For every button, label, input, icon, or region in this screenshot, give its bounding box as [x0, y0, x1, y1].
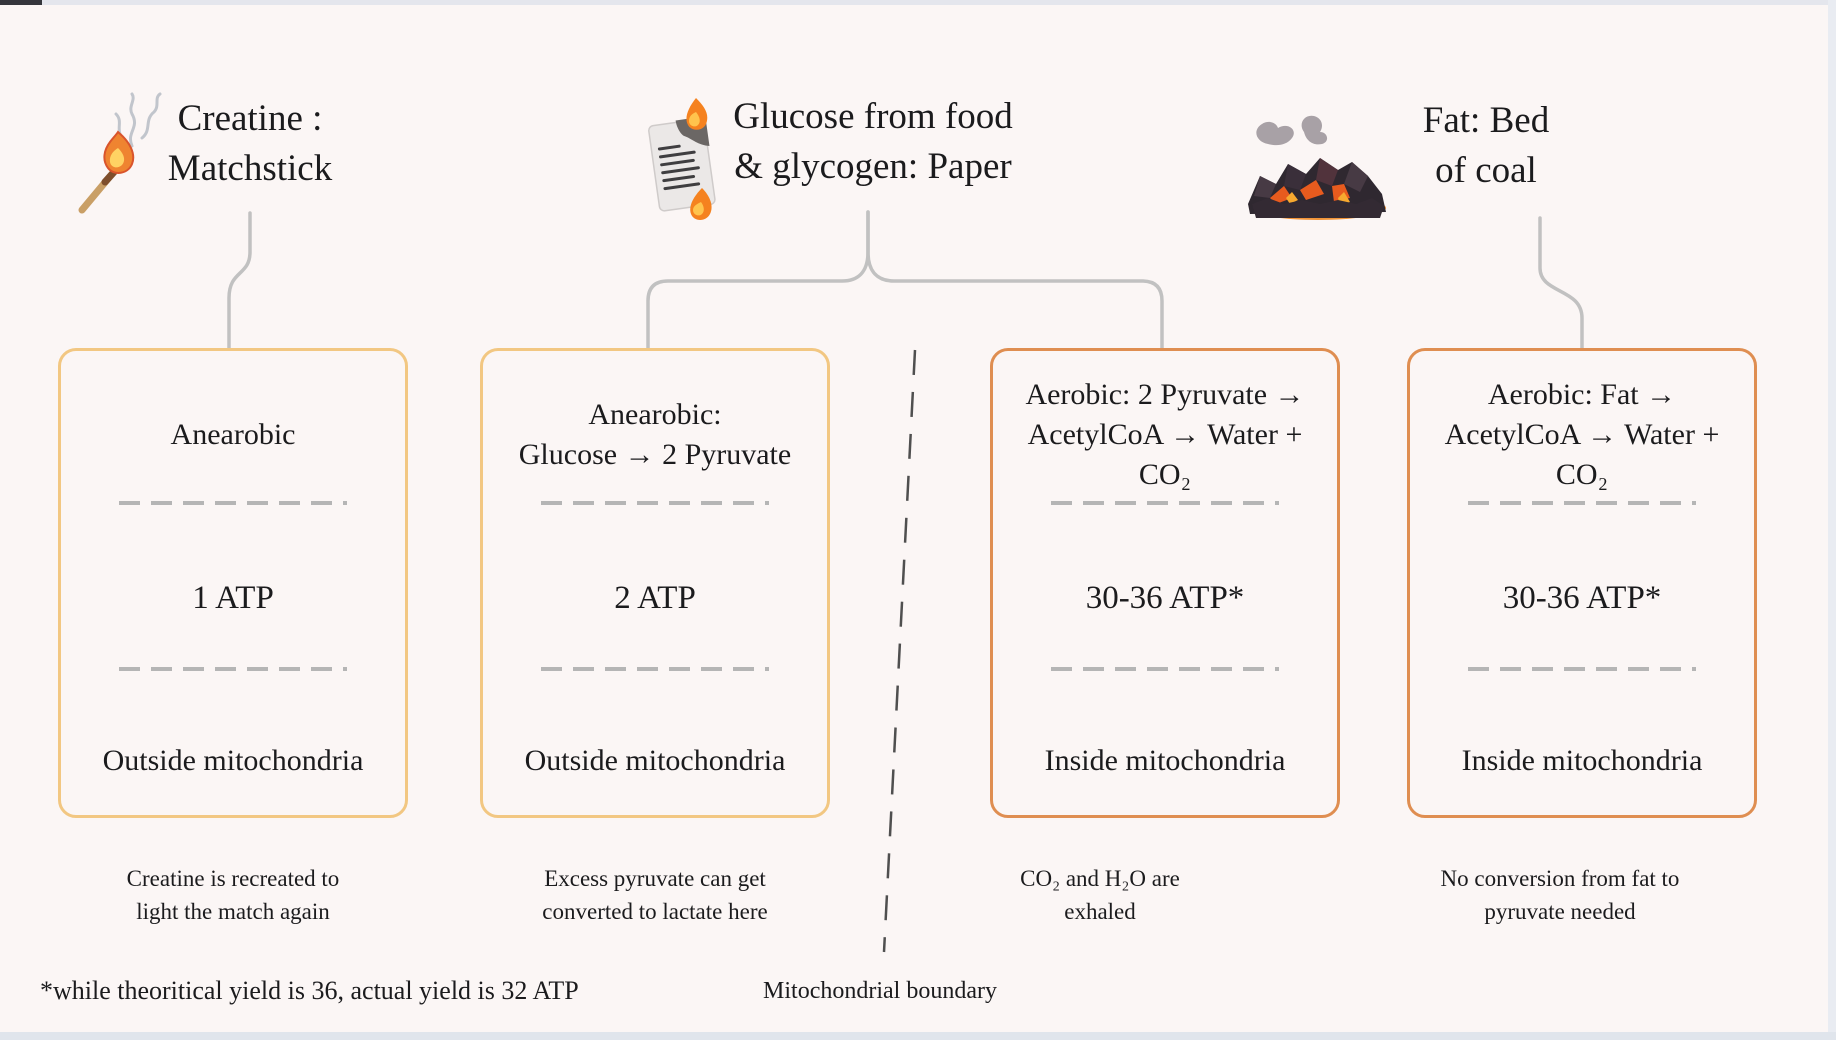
- divider-dashed: [119, 501, 347, 505]
- title-fat: Fat: Bed of coal: [1366, 96, 1606, 196]
- burning-paper-icon: [648, 98, 716, 220]
- divider-dashed: [119, 667, 347, 671]
- atp-yield: 2 ATP: [614, 579, 696, 616]
- caption-glucose-aerobic: CO₂ and H₂O are exhaled: [940, 862, 1260, 928]
- title-line: Matchstick: [167, 148, 333, 189]
- connector-fat: [1538, 216, 1584, 350]
- box-heading: Aerobic: 2 Pyruvate → AcetylCoA → Water …: [1001, 371, 1329, 499]
- divider-dashed: [1051, 667, 1279, 671]
- window-bottom-edge: [0, 1032, 1836, 1040]
- divider-dashed: [541, 667, 769, 671]
- location-label: Inside mitochondria: [1461, 744, 1703, 777]
- title-line: & glycogen: Paper: [734, 146, 1012, 187]
- location-label: Outside mitochondria: [102, 744, 364, 777]
- heading-line: Aerobic: 2 Pyruvate →: [1025, 378, 1305, 411]
- atp-yield-footnote: *while theoritical yield is 36, actual y…: [40, 976, 579, 1005]
- box-glucose-anaerobic: Anearobic: Glucose → 2 Pyruvate 2 ATP Ou…: [480, 348, 830, 818]
- atp-yield: 30-36 ATP*: [1502, 579, 1662, 616]
- heading-line: Glucose → 2 Pyruvate: [518, 438, 792, 471]
- connector-glucose-right-branch: [866, 210, 1164, 350]
- burning-matchstick-icon: [78, 92, 162, 214]
- box-creatine-anaerobic: Anearobic 1 ATP Outside mitochondria: [58, 348, 408, 818]
- atp-yield: 30-36 ATP*: [1085, 579, 1245, 616]
- caption-line: No conversion from fat to: [1440, 866, 1680, 891]
- caption-line: converted to lactate here: [542, 899, 768, 924]
- divider-dashed: [1468, 667, 1696, 671]
- connector-glucose-left-branch: [646, 210, 870, 350]
- box-heading: Anearobic: [69, 371, 397, 499]
- mitochondrial-boundary-label: Mitochondrial boundary: [763, 978, 997, 1004]
- location-label: Inside mitochondria: [1044, 744, 1286, 777]
- title-glucose: Glucose from food & glycogen: Paper: [713, 92, 1033, 192]
- divider-dashed: [1468, 501, 1696, 505]
- window-top-edge: [0, 0, 1836, 5]
- caption-line: CO₂ and H₂O are: [1020, 866, 1180, 891]
- caption-line: light the match again: [136, 899, 330, 924]
- box-heading: Anearobic: Glucose → 2 Pyruvate: [491, 371, 819, 499]
- box-glucose-aerobic: Aerobic: 2 Pyruvate → AcetylCoA → Water …: [990, 348, 1340, 818]
- box-heading: Aerobic: Fat → AcetylCoA → Water + CO₂: [1418, 371, 1746, 499]
- caption-fat: No conversion from fat to pyruvate neede…: [1400, 862, 1720, 928]
- mitochondrial-boundary-line: [882, 349, 917, 953]
- heading-line: Anearobic: [170, 418, 296, 451]
- heading-line: CO₂: [1138, 458, 1192, 491]
- location-label: Outside mitochondria: [524, 744, 786, 777]
- heading-line: Aerobic: Fat →: [1487, 378, 1677, 411]
- window-top-corner: [0, 0, 42, 5]
- title-line: Creatine :: [177, 98, 323, 139]
- divider-dashed: [541, 501, 769, 505]
- box-fat-aerobic: Aerobic: Fat → AcetylCoA → Water + CO₂ 3…: [1407, 348, 1757, 818]
- heading-line: AcetylCoA → Water +: [1027, 418, 1303, 451]
- caption-line: Creatine is recreated to: [126, 866, 340, 891]
- atp-yield: 1 ATP: [192, 579, 274, 616]
- divider-dashed: [1051, 501, 1279, 505]
- burning-coal-icon: [1248, 115, 1386, 220]
- caption-line: Excess pyruvate can get: [544, 866, 766, 891]
- caption-line: exhaled: [1064, 899, 1136, 924]
- caption-glucose-anaerobic: Excess pyruvate can get converted to lac…: [495, 862, 815, 928]
- title-line: Glucose from food: [733, 96, 1013, 137]
- title-creatine: Creatine : Matchstick: [115, 94, 385, 194]
- title-line: Fat: Bed: [1422, 100, 1550, 141]
- window-right-edge: [1828, 0, 1836, 1040]
- caption-creatine: Creatine is recreated to light the match…: [73, 862, 393, 928]
- connector-creatine: [227, 211, 252, 350]
- heading-line: CO₂: [1555, 458, 1609, 491]
- caption-line: pyruvate needed: [1484, 899, 1636, 924]
- heading-line: Anearobic:: [588, 398, 722, 431]
- heading-line: AcetylCoA → Water +: [1444, 418, 1720, 451]
- title-line: of coal: [1435, 150, 1537, 191]
